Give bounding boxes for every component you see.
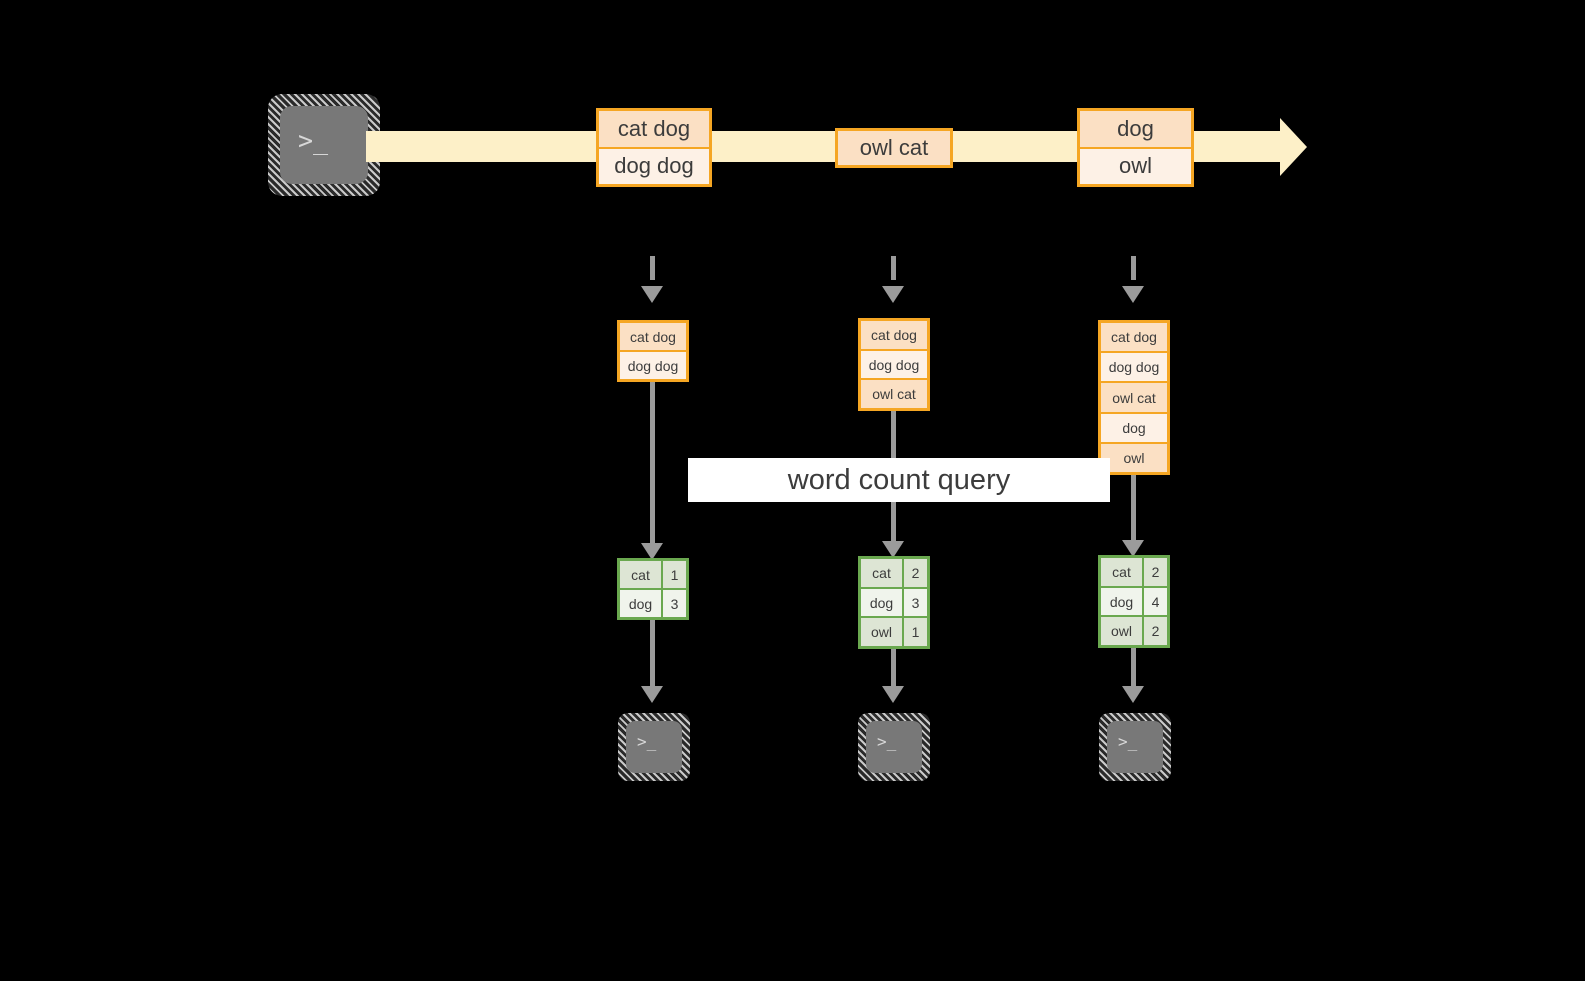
snapshot-record: cat dog bbox=[1101, 323, 1167, 354]
snapshot-stack-3: cat dog dog dog owl cat dog owl bbox=[1098, 320, 1170, 475]
query-connector-arrowhead bbox=[1122, 540, 1144, 557]
output-connector-arrowhead bbox=[641, 686, 663, 703]
output-connector-arrowhead bbox=[1122, 686, 1144, 703]
output-connector-line bbox=[650, 620, 655, 688]
stream-record: cat dog bbox=[599, 111, 709, 149]
result-row: dog 3 bbox=[861, 588, 927, 619]
result-row: owl 2 bbox=[1101, 617, 1167, 646]
result-row: dog 4 bbox=[1101, 587, 1167, 618]
query-label: word count query bbox=[688, 458, 1110, 502]
result-count: 1 bbox=[904, 618, 927, 647]
result-count: 1 bbox=[663, 561, 686, 588]
result-word: cat bbox=[1101, 558, 1144, 586]
result-count: 2 bbox=[1144, 617, 1167, 646]
query-connector-arrowhead bbox=[641, 543, 663, 560]
stream-record: dog bbox=[1080, 111, 1191, 149]
result-table-2: cat 2 dog 3 owl 1 bbox=[858, 556, 930, 649]
query-connector-line bbox=[1131, 475, 1136, 545]
dashed-connector-arrowhead bbox=[1122, 286, 1144, 303]
result-count: 3 bbox=[904, 588, 927, 617]
result-table-3: cat 2 dog 4 owl 2 bbox=[1098, 555, 1170, 648]
snapshot-record: dog bbox=[1101, 413, 1167, 444]
result-row: cat 2 bbox=[1101, 558, 1167, 588]
snapshot-record: owl bbox=[1101, 443, 1167, 473]
stream-record: owl bbox=[1080, 148, 1191, 184]
terminal-screen bbox=[626, 721, 682, 773]
query-label-text: word count query bbox=[787, 463, 1011, 496]
result-table-1: cat 1 dog 3 bbox=[617, 558, 689, 620]
dashed-connector-dash bbox=[891, 256, 896, 280]
stream-group-3: dog owl bbox=[1077, 108, 1194, 187]
terminal-prompt-icon: >_ bbox=[298, 126, 329, 155]
result-row: owl 1 bbox=[861, 618, 927, 647]
output-connector-arrowhead bbox=[882, 686, 904, 703]
snapshot-record: cat dog bbox=[620, 323, 686, 352]
query-connector-line bbox=[650, 382, 655, 545]
stream-arrow-head bbox=[1280, 118, 1307, 176]
snapshot-stack-1: cat dog dog dog bbox=[617, 320, 689, 382]
source-terminal-icon: >_ bbox=[268, 94, 380, 196]
result-count: 4 bbox=[1144, 587, 1167, 616]
dashed-connector-dash bbox=[1131, 256, 1136, 280]
result-word: owl bbox=[861, 618, 904, 647]
result-word: owl bbox=[1101, 617, 1144, 646]
stream-record: dog dog bbox=[599, 148, 709, 184]
terminal-prompt-icon: >_ bbox=[1118, 732, 1138, 751]
result-word: dog bbox=[861, 588, 904, 617]
snapshot-record: dog dog bbox=[861, 350, 927, 381]
snapshot-record: owl cat bbox=[1101, 383, 1167, 414]
result-row: cat 2 bbox=[861, 559, 927, 589]
result-word: cat bbox=[861, 559, 904, 587]
result-count: 3 bbox=[663, 590, 686, 617]
result-word: dog bbox=[620, 590, 663, 617]
result-count: 2 bbox=[1144, 558, 1167, 586]
result-row: dog 3 bbox=[620, 590, 686, 617]
stream-group-2: owl cat bbox=[835, 128, 953, 168]
sink-terminal-icon-3: >_ bbox=[1099, 713, 1171, 781]
snapshot-record: cat dog bbox=[861, 321, 927, 351]
dashed-connector-arrowhead bbox=[641, 286, 663, 303]
terminal-screen bbox=[866, 721, 922, 773]
terminal-screen bbox=[280, 106, 368, 184]
dashed-connector-arrowhead bbox=[882, 286, 904, 303]
stream-record: owl cat bbox=[838, 131, 950, 165]
snapshot-stack-2: cat dog dog dog owl cat bbox=[858, 318, 930, 411]
stream-group-1: cat dog dog dog bbox=[596, 108, 712, 187]
terminal-screen bbox=[1107, 721, 1163, 773]
query-connector-arrowhead bbox=[882, 541, 904, 558]
snapshot-record: owl cat bbox=[861, 380, 927, 409]
output-connector-line bbox=[1131, 648, 1136, 688]
snapshot-record: dog dog bbox=[1101, 353, 1167, 384]
output-connector-line bbox=[891, 649, 896, 688]
result-count: 2 bbox=[904, 559, 927, 587]
terminal-prompt-icon: >_ bbox=[877, 732, 897, 751]
terminal-prompt-icon: >_ bbox=[637, 732, 657, 751]
result-row: cat 1 bbox=[620, 561, 686, 590]
sink-terminal-icon-1: >_ bbox=[618, 713, 690, 781]
result-word: dog bbox=[1101, 587, 1144, 616]
dashed-connector-dash bbox=[650, 256, 655, 280]
snapshot-record: dog dog bbox=[620, 352, 686, 379]
result-word: cat bbox=[620, 561, 663, 588]
sink-terminal-icon-2: >_ bbox=[858, 713, 930, 781]
